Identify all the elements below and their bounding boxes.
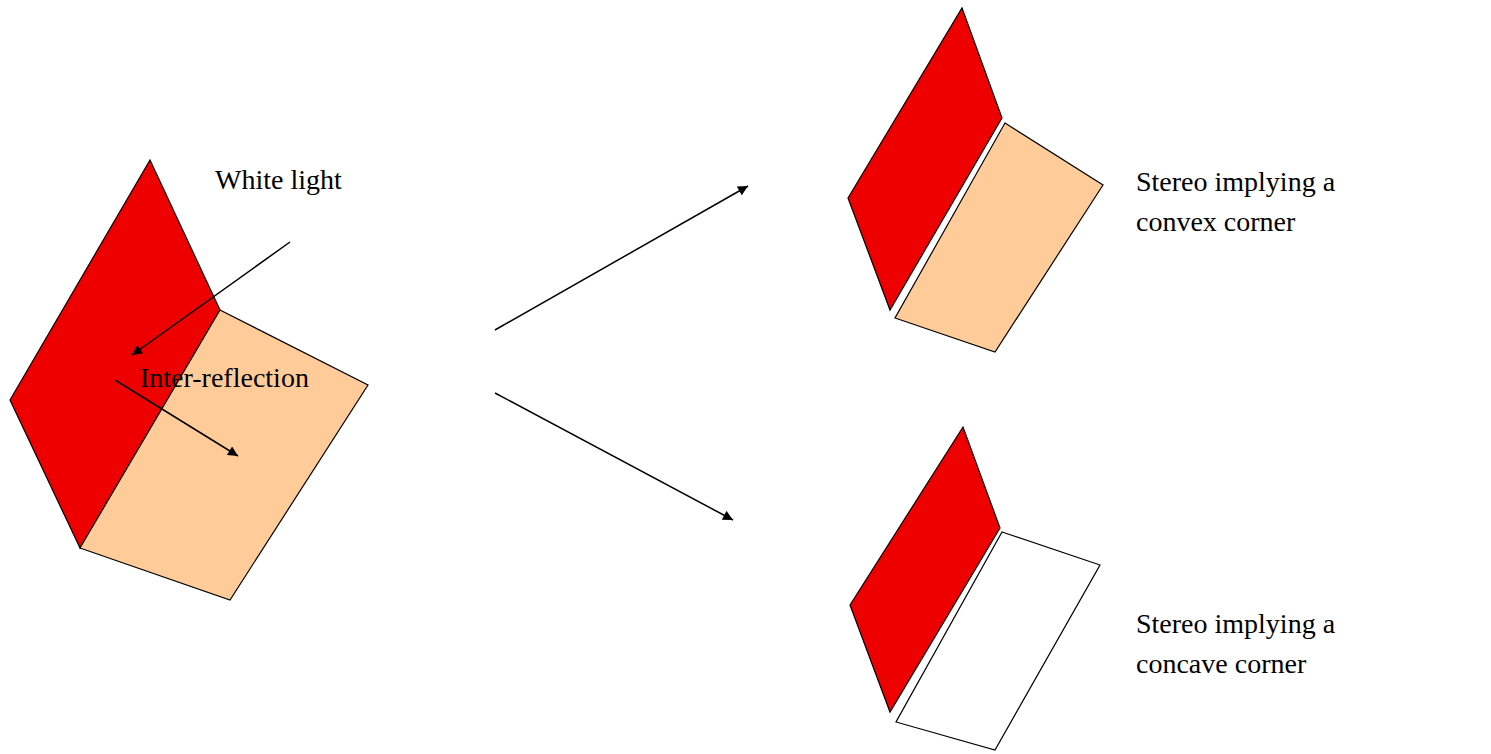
light-ray	[132, 242, 290, 355]
ray-label: Inter-reflection	[140, 358, 309, 398]
white-face	[896, 532, 1100, 750]
branch-arrow	[495, 186, 748, 330]
figure-caption: Stereo implying a concave corner	[1136, 604, 1376, 684]
peach-face	[895, 123, 1103, 352]
peach-face	[80, 310, 368, 600]
figure-caption: Stereo implying a convex corner	[1136, 162, 1376, 242]
branch-arrow	[495, 393, 733, 520]
ray-label: White light	[215, 160, 342, 200]
